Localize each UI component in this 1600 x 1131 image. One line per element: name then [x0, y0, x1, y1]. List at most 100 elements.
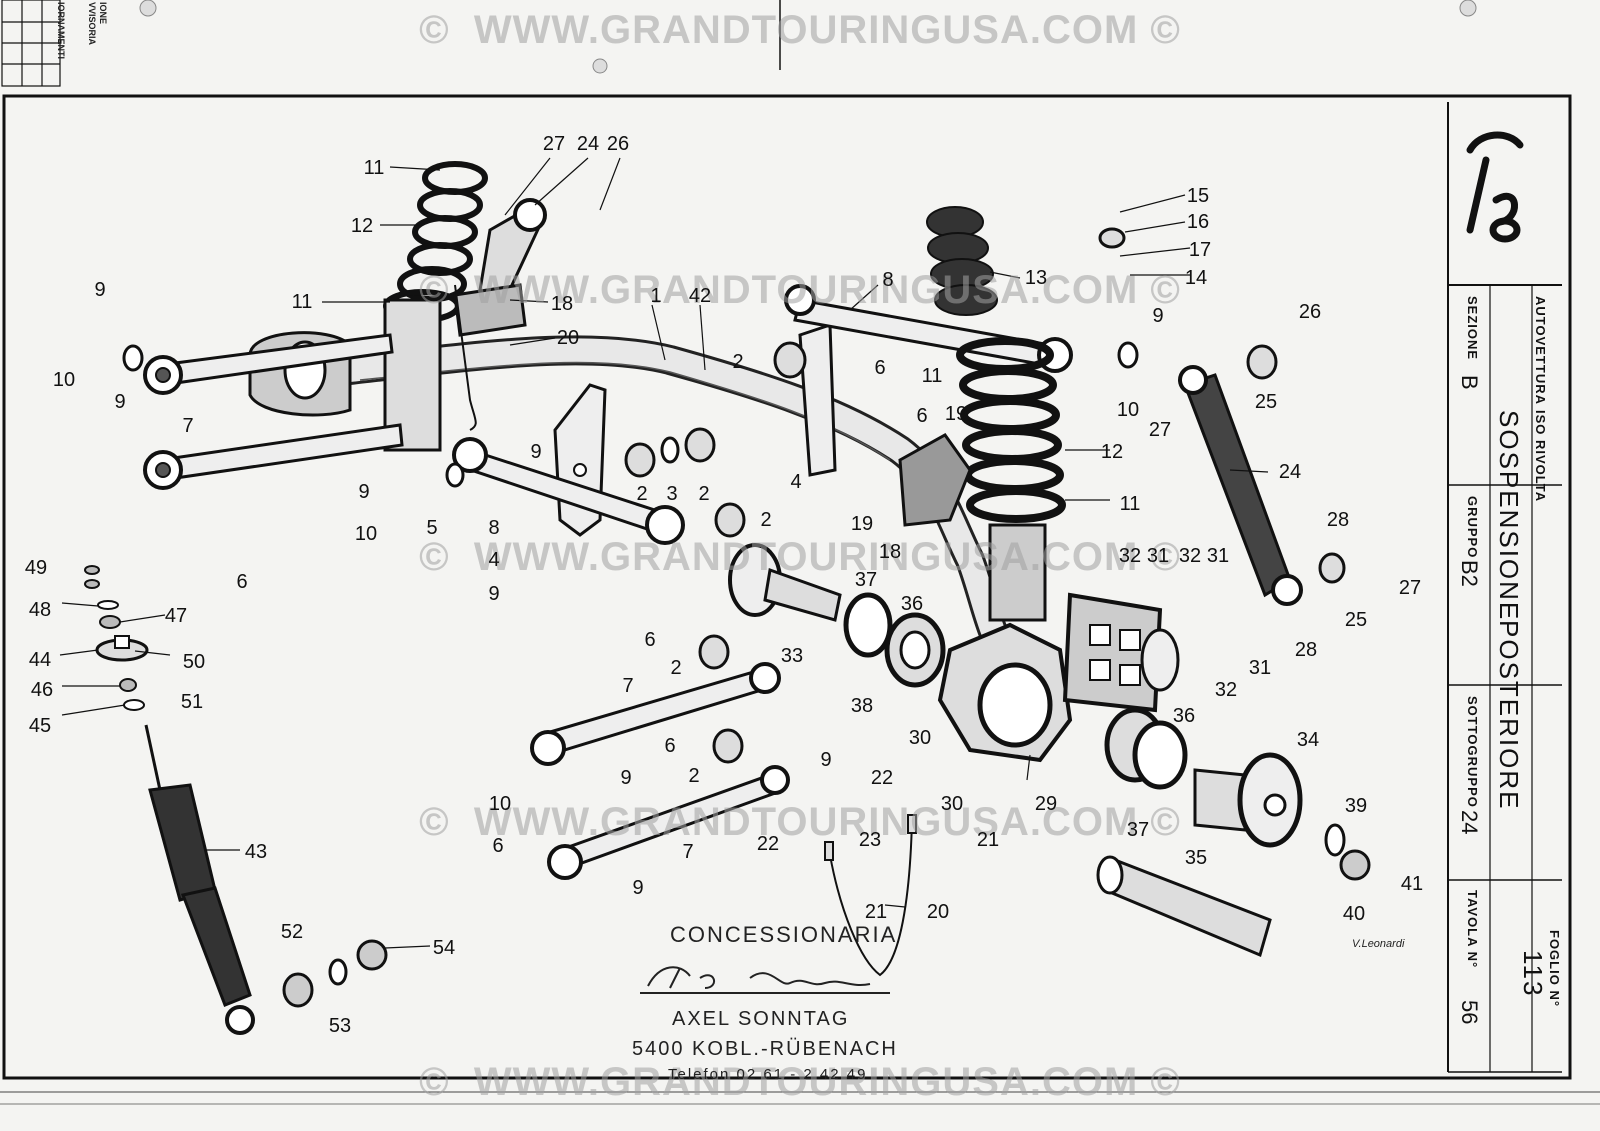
tb-sezione-value: B [1457, 375, 1482, 390]
callout-8: 8 [882, 269, 894, 291]
callout-32: 32 [1178, 545, 1202, 567]
callout-50: 50 [182, 651, 206, 673]
callout-25: 25 [1254, 391, 1278, 413]
callout-9: 9 [1152, 305, 1164, 327]
callout-43: 43 [244, 841, 268, 863]
callout-30: 30 [908, 727, 932, 749]
callout-1: 1 [650, 285, 662, 307]
callout-23: 23 [858, 829, 882, 851]
tb-autovettura-value: ISO RIVOLTA [1533, 410, 1548, 503]
callout-6: 6 [874, 357, 886, 379]
callout-31: 31 [1146, 545, 1170, 567]
callout-53: 53 [328, 1015, 352, 1037]
callout-2: 2 [698, 483, 710, 505]
watermark-bottom: © WWW.GRANDTOURINGUSA.COM © [419, 1060, 1181, 1104]
callout-49: 49 [24, 557, 48, 579]
callout-9: 9 [114, 391, 126, 413]
dealer-label: CONCESSIONARIA [670, 922, 898, 947]
callout-13: 13 [1024, 267, 1048, 289]
callout-26: 26 [606, 133, 630, 155]
callout-21: 21 [976, 829, 1000, 851]
callout-10: 10 [488, 793, 512, 815]
callout-36: 36 [900, 593, 924, 615]
callout-10: 10 [1116, 399, 1140, 421]
watermark-top: © WWW.GRANDTOURINGUSA.COM © [419, 8, 1181, 52]
callout-22: 22 [756, 833, 780, 855]
callout-6: 6 [916, 405, 928, 427]
dealer-signature-logo [640, 966, 890, 994]
callout-15: 15 [1186, 185, 1210, 207]
callout-9: 9 [358, 481, 370, 503]
callout-4: 4 [488, 549, 500, 571]
callout-16: 16 [1186, 211, 1210, 233]
callout-37: 37 [1126, 819, 1150, 841]
callout-3: 3 [666, 483, 678, 505]
callout-19: 19 [850, 513, 874, 535]
dealer-phone: Telefon 02 61 - 2 42 49 [668, 1066, 868, 1083]
tb-title-line2: POSTERIORE [1494, 620, 1524, 811]
parts-artwork [84, 161, 1371, 1035]
callout-6: 6 [664, 735, 676, 757]
tb-sottogruppo-value: 24 [1457, 810, 1482, 835]
callout-9: 9 [94, 279, 106, 301]
callout-18: 18 [878, 541, 902, 563]
callout-48: 48 [28, 599, 52, 621]
callout-12: 12 [350, 215, 374, 237]
callout-7: 7 [682, 841, 694, 863]
callout-28: 28 [1294, 639, 1318, 661]
callout-12: 12 [1100, 441, 1124, 463]
callout-11: 11 [921, 365, 943, 387]
tb-tavola-value: 56 [1457, 1000, 1482, 1025]
tb-sezione-label: SEZIONE [1465, 296, 1480, 361]
corner-grid [1, 0, 61, 87]
edge-text-2: VVISORIA [87, 2, 97, 46]
callout-4: 4 [790, 471, 802, 493]
callout-30: 30 [940, 793, 964, 815]
callout-6: 6 [236, 571, 248, 593]
callout-39: 39 [1344, 795, 1368, 817]
drawing-frame [2, 94, 1572, 1080]
callout-24: 24 [576, 133, 600, 155]
callout-26: 26 [1298, 301, 1322, 323]
callout-38: 38 [850, 695, 874, 717]
callout-11: 11 [291, 291, 313, 313]
callout-7: 7 [622, 675, 634, 697]
edge-text-1: IONE [98, 2, 108, 25]
callout-2: 2 [732, 351, 744, 373]
callout-41: 41 [1400, 873, 1424, 895]
artist-signature: V.Leonardi [1352, 938, 1405, 950]
callout-11: 11 [1119, 493, 1141, 515]
callout-10: 10 [354, 523, 378, 545]
callout-10: 10 [52, 369, 76, 391]
leader-lines [59, 157, 1269, 949]
callout-8: 8 [488, 517, 500, 539]
tb-foglio-value: 113 [1518, 950, 1548, 998]
callout-32: 32 [1118, 545, 1142, 567]
callout-9: 9 [488, 583, 500, 605]
callout-51: 51 [180, 691, 204, 713]
callout-9: 9 [632, 877, 644, 899]
callout-20: 20 [556, 327, 580, 349]
callout-22: 22 [870, 767, 894, 789]
callout-7: 7 [182, 415, 194, 437]
callout-29: 29 [1034, 793, 1058, 815]
callout-2: 2 [670, 657, 682, 679]
watermark-lower: © WWW.GRANDTOURINGUSA.COM © [419, 800, 1181, 844]
callout-19: 19 [944, 403, 968, 425]
callout-40: 40 [1342, 903, 1366, 925]
callout-37: 37 [854, 569, 878, 591]
callout-27: 27 [1148, 419, 1172, 441]
callout-2: 2 [688, 765, 700, 787]
tb-autovettura-label: AUTOVETTURA [1533, 296, 1548, 405]
callout-28: 28 [1326, 509, 1350, 531]
callout-46: 46 [30, 679, 54, 701]
callout-9: 9 [530, 441, 542, 463]
callout-6: 6 [492, 835, 504, 857]
callout-35: 35 [1184, 847, 1208, 869]
tb-sottogruppo-label: SOTTOGRUPPO [1465, 696, 1480, 808]
tb-gruppo-value: B2 [1457, 560, 1482, 587]
callout-20: 20 [926, 901, 950, 923]
callout-33: 33 [780, 645, 804, 667]
callout-34: 34 [1296, 729, 1320, 751]
